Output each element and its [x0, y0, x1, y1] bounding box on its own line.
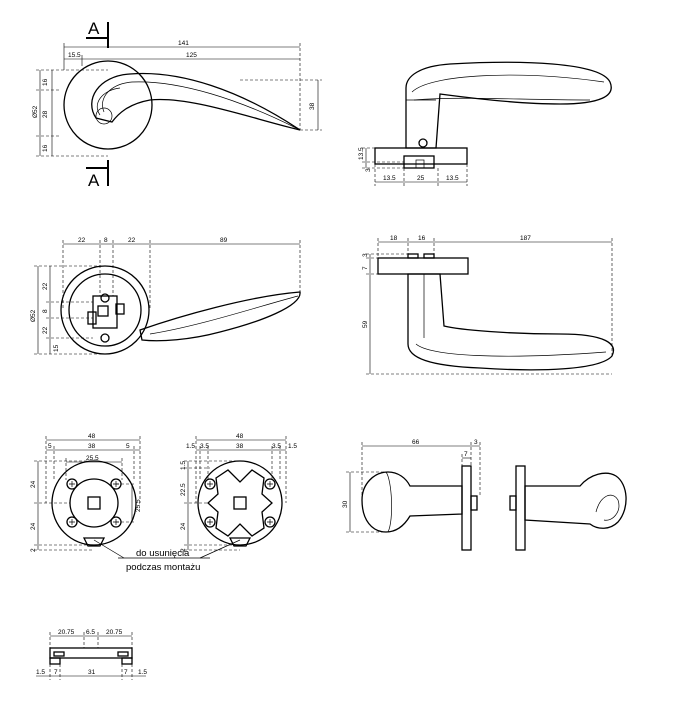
front-view: 22 8 22 89 22 8 22 15 Ø52 — [30, 237, 301, 355]
elevation-view: 18 16 187 3 7 59 — [362, 235, 614, 375]
plate-dim-b-b: 7 — [54, 669, 58, 676]
rose-right-dim-h-top: 1.5 — [180, 461, 187, 470]
section-dim-plate: 7 — [464, 451, 468, 458]
rose-outline — [63, 60, 153, 150]
rose-left-dim-inner: 25.5 — [86, 455, 99, 462]
section-right-plate — [515, 465, 526, 551]
elev-dim-left-a: 3 — [362, 253, 369, 257]
section-label-bottom: A — [88, 171, 100, 190]
removal-note: do usunięcia podczas montażu — [93, 539, 241, 573]
rose-left-dim-width: 48 — [88, 433, 96, 440]
side-lever-outline — [405, 61, 612, 149]
plate-dim-b-d: 7 — [124, 669, 128, 676]
rose-right-outline — [197, 460, 283, 546]
front-lever-outline — [139, 291, 301, 342]
side-dim-h-left: 13.5 — [358, 147, 365, 160]
rose-right-view: 48 1.5 3.5 38 3.5 1.5 1.5 22.5 24 2 — [180, 433, 297, 552]
front-dim-l-d: 15 — [53, 344, 60, 352]
elev-dim-top-a: 18 — [390, 235, 398, 242]
section-left-handle — [361, 471, 463, 533]
top-view: A A 141 125 15.5 16 28 16 Ø52 — [32, 19, 322, 190]
side-dim-w-c: 13.5 — [446, 175, 459, 182]
dim-right-height: 38 — [309, 102, 316, 110]
plate-dim-b-a: 1.5 — [36, 669, 45, 676]
rose-right-dim-h-mid: 22.5 — [180, 483, 187, 496]
side-view: 13.5 3 13.5 25 13.5 — [358, 61, 612, 186]
dim-offset: 15.5 — [68, 52, 81, 59]
section-dim-length: 66 — [412, 439, 420, 446]
section-dim-gap: 3 — [474, 439, 478, 446]
front-dim-rose-dia: Ø52 — [30, 309, 37, 322]
rose-left-dim-h-top: 24 — [30, 480, 37, 488]
rose-left-dim-w-b: 5 — [126, 443, 130, 450]
rose-right-screws — [204, 478, 276, 528]
rose-right-dim-w-c: 3.5 — [272, 443, 281, 450]
front-dim-l-a: 22 — [42, 282, 49, 290]
side-dim-w-b: 25 — [417, 175, 425, 182]
rose-right-dim-w-d: 1.5 — [288, 443, 297, 450]
rose-right-dim-h-small: 2 — [180, 548, 187, 552]
plate-dim-t-a: 20.75 — [58, 629, 75, 636]
dim-left-upper: 16 — [42, 78, 49, 86]
side-rose-plate — [374, 147, 468, 165]
dim-overall-length: 141 — [178, 40, 189, 47]
front-dim-l-c: 22 — [42, 326, 49, 334]
section-left-plate — [461, 465, 472, 551]
plate-dim-t-c: 20.75 — [106, 629, 123, 636]
section-dim-height: 30 — [342, 500, 349, 508]
plate-dim-b-c: 31 — [88, 669, 96, 676]
front-rose-outline — [60, 265, 150, 355]
section-right-handle — [524, 472, 627, 529]
side-dim-h-small: 3 — [365, 168, 372, 172]
plate-body — [49, 647, 133, 659]
front-dim-top-b: 8 — [104, 237, 108, 244]
plate-dim-t-b: 6.5 — [86, 629, 95, 636]
rose-left-screws — [66, 478, 122, 528]
plate-dim-b-e: 1.5 — [138, 669, 147, 676]
elev-dim-top-c: 187 — [520, 235, 531, 242]
elev-dim-left-c: 59 — [362, 320, 369, 328]
dim-lever-length: 125 — [186, 52, 197, 59]
rose-left-dim-h-bot: 24 — [30, 522, 37, 530]
rose-right-dim-w-b: 3.5 — [200, 443, 209, 450]
rose-right-dim-w-a: 1.5 — [186, 443, 195, 450]
front-dim-l-b: 8 — [42, 309, 49, 313]
lever-outline — [91, 72, 301, 131]
elev-rose-plate — [377, 257, 469, 275]
rose-left-dim-w-mid: 38 — [88, 443, 96, 450]
elev-dim-top-b: 16 — [418, 235, 426, 242]
front-dim-top-c: 22 — [128, 237, 136, 244]
rose-right-dim-w-mid: 38 — [236, 443, 244, 450]
rose-left-dim-right: 25.5 — [135, 499, 142, 512]
note-line-1: do usunięcia — [136, 548, 190, 559]
dim-left-lower: 16 — [42, 144, 49, 152]
elev-lever-outline — [407, 273, 614, 371]
bottom-plate-view: 20.75 6.5 20.75 1.5 7 31 7 1.5 — [36, 629, 147, 680]
rose-right-dim-width: 48 — [236, 433, 244, 440]
rose-right-dim-h-bot: 24 — [180, 522, 187, 530]
side-dim-w-a: 13.5 — [383, 175, 396, 182]
rose-left-view: 48 5 38 5 25.5 24 24 2 25.5 — [30, 433, 142, 552]
rose-left-dim-w-a: 5 — [48, 443, 52, 450]
section-view: 66 3 7 30 — [342, 439, 627, 551]
front-dim-top-a: 22 — [78, 237, 86, 244]
elev-dim-left-b: 7 — [362, 266, 369, 270]
dim-rose-dia: Ø52 — [32, 105, 39, 118]
rose-right-hatched — [207, 469, 273, 537]
note-line-2: podczas montażu — [126, 562, 200, 573]
front-dim-top-d: 89 — [220, 237, 228, 244]
section-label-top: A — [88, 19, 100, 38]
rose-left-dim-h-small: 2 — [30, 548, 37, 552]
dim-left-mid: 28 — [42, 110, 49, 118]
